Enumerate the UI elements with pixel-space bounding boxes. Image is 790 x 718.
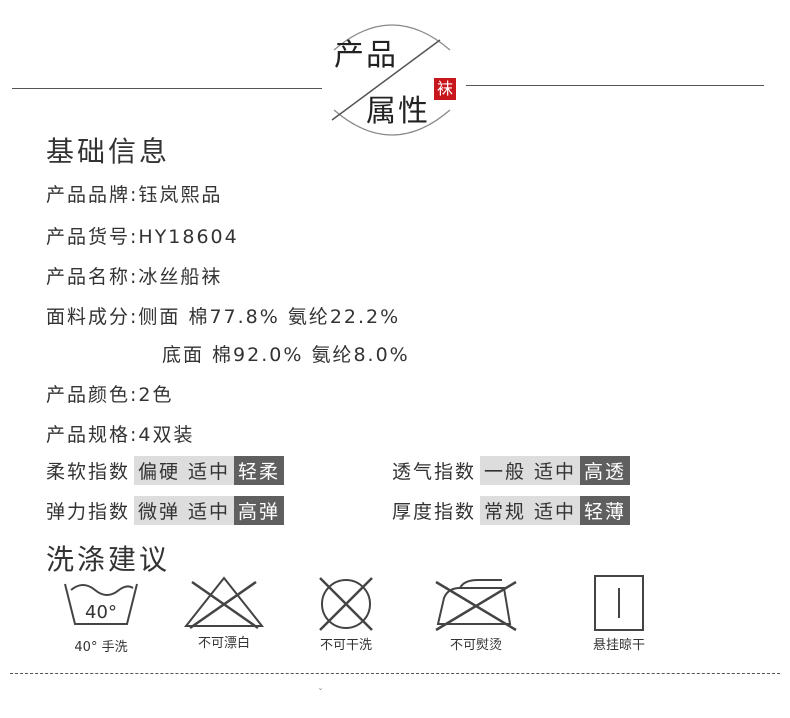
breathability-option-0: 一般 [480,456,531,485]
elasticity-label: 弹力指数 [46,501,131,523]
material-row-2: 底面 棉92.0% 氨纶8.0% [162,344,410,366]
care-nodryclean: 不可干洗 [302,574,390,653]
softness-option-0: 偏硬 [134,456,185,485]
elasticity-option-0: 微弹 [134,496,185,525]
softness-scale: 柔软指数偏硬适中轻柔 [46,456,285,485]
thickness-option-1: 适中 [530,496,581,525]
thickness-label: 厚度指数 [392,501,477,523]
elasticity-option-1: 适中 [184,496,235,525]
header-title-top: 产品 [334,38,398,73]
header-title-bottom: 属性 [366,94,430,129]
care-nobleach: 不可漂白 [178,574,270,651]
header-tag: 袜 [434,78,456,100]
softness-option-1: 适中 [184,456,235,485]
breathability-option-2: 高透 [580,456,631,485]
header-line-right [466,85,764,86]
care-handwash: 40° 40° 手洗 [56,578,146,655]
header-line-left [12,88,322,89]
material-row-1: 面料成分:侧面 棉77.8% 氨纶22.2% [46,306,401,328]
care-label-handwash: 40° 手洗 [74,640,128,655]
basic-info-heading: 基础信息 [46,135,171,168]
care-label-nodryclean: 不可干洗 [319,638,372,653]
care-label-noiron: 不可熨烫 [449,638,502,653]
care-hangdry: 悬挂晾干 [574,574,664,653]
care-noiron: 不可熨烫 [428,576,524,653]
breathability-option-1: 适中 [530,456,581,485]
thickness-scale: 厚度指数常规适中轻薄 [392,496,631,525]
footer-mark: ˇ [318,688,323,699]
thickness-option-2: 轻薄 [580,496,631,525]
care-label-nobleach: 不可漂白 [197,636,250,651]
elasticity-option-2: 高弹 [234,496,285,525]
elasticity-scale: 弹力指数微弹适中高弹 [46,496,285,525]
color-row: 产品颜色:2色 [46,384,174,406]
softness-option-2: 轻柔 [234,456,285,485]
softness-label: 柔软指数 [46,461,131,483]
breathability-label: 透气指数 [392,461,477,483]
brand-row: 产品品牌:钰岚熙品 [46,184,223,206]
thickness-option-0: 常规 [480,496,531,525]
hang-dry-icon [594,575,644,631]
care-label-hangdry: 悬挂晾干 [592,638,645,653]
care-heading: 洗涤建议 [46,543,171,576]
hand-wash-icon: 40° [64,583,138,625]
wash-temp-label: 40° [85,602,117,623]
footer-divider [10,673,780,674]
no-iron-icon [435,579,517,632]
no-dry-clean-icon [319,577,373,631]
breathability-scale: 透气指数一般适中高透 [392,456,631,485]
sku-row: 产品货号:HY18604 [46,226,239,248]
spec-row: 产品规格:4双装 [46,424,195,446]
name-row: 产品名称:冰丝船袜 [46,266,223,288]
no-bleach-icon [183,576,265,630]
header-badge-icon [331,24,451,136]
